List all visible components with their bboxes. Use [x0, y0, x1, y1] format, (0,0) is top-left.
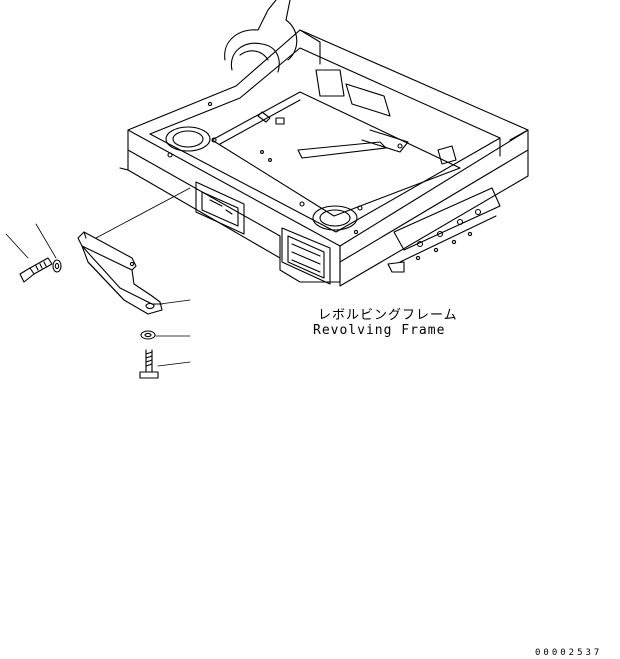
drawing-number: 00002537 — [535, 648, 603, 658]
cover-plate — [78, 232, 162, 314]
leader-lines — [6, 188, 190, 366]
bolt-bottom — [140, 331, 158, 378]
part-name-english: Revolving Frame — [313, 323, 446, 338]
part-name-japanese: レボルビングフレーム — [318, 308, 458, 323]
bolt-left — [20, 258, 61, 282]
revolving-frame — [120, 0, 528, 286]
